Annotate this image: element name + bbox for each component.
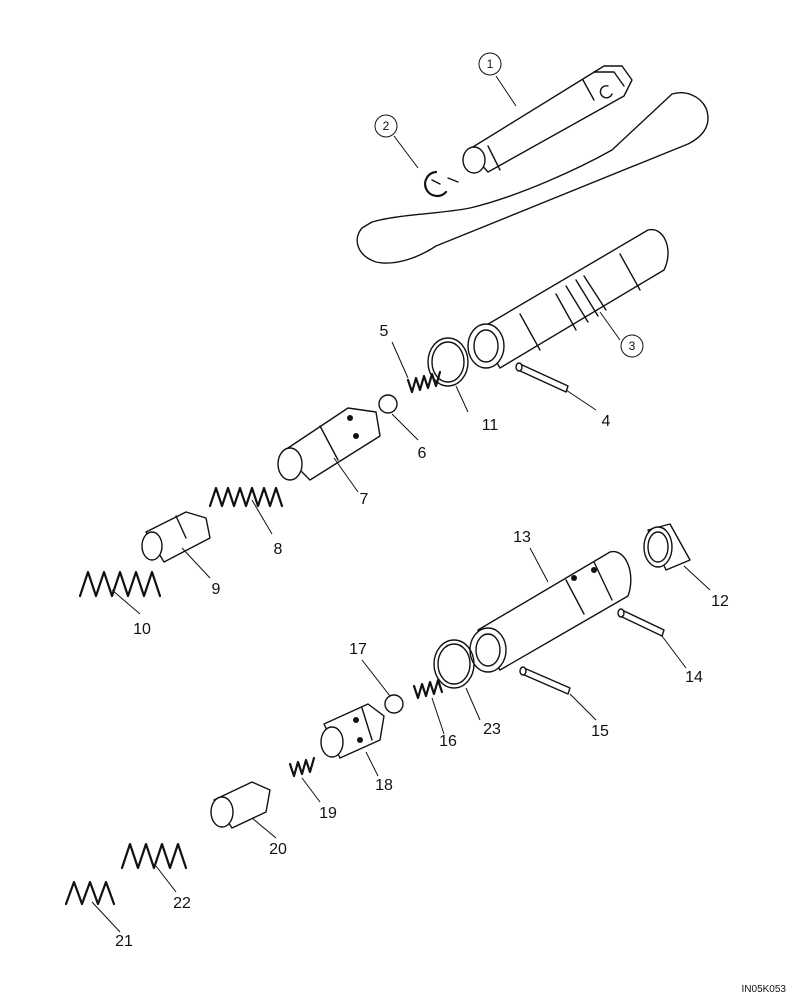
part-15-pin: [519, 666, 571, 695]
part-12-ring: [643, 523, 691, 571]
part-7-valve: [277, 407, 381, 481]
callout-2: 2: [374, 114, 398, 138]
part-8-spring: [208, 486, 284, 508]
part-11-ring: [427, 337, 469, 387]
callout-21: 21: [115, 933, 133, 950]
part-10-spring: [78, 570, 162, 598]
callout-23: 23: [483, 721, 501, 738]
part-14-pin: [617, 608, 665, 637]
callout-12: 12: [711, 593, 729, 610]
part-22-spring: [120, 842, 188, 870]
part-9-plunger: [141, 511, 211, 563]
part-4-pin: [515, 362, 569, 393]
callout-11: 11: [482, 417, 499, 434]
callout-5: 5: [380, 323, 389, 340]
part-23-ring: [433, 639, 475, 689]
callout-16: 16: [439, 733, 457, 750]
callout-13: 13: [513, 529, 531, 546]
svg-text:3: 3: [629, 339, 636, 353]
part-3-spool-sleeve: [467, 228, 669, 369]
part-16-spring: [412, 678, 444, 700]
callout-14: 14: [685, 669, 703, 686]
callout-17: 17: [349, 641, 367, 658]
part-20-sleeve: [210, 781, 271, 829]
svg-text:1: 1: [487, 57, 494, 71]
callout-6: 6: [418, 445, 427, 462]
leader-lines: [91, 75, 711, 933]
callout-10: 10: [133, 621, 151, 638]
callout-15: 15: [591, 723, 609, 740]
part-6-ball: [378, 394, 398, 414]
callout-8: 8: [274, 541, 283, 558]
callout-20: 20: [269, 841, 287, 858]
callout-3: 3: [620, 334, 644, 358]
callout-19: 19: [319, 805, 337, 822]
figure-id: IN05K053: [742, 984, 787, 995]
part-1-shaft: [462, 65, 633, 174]
part-18-valve: [320, 703, 385, 759]
part-19-spring: [288, 756, 316, 778]
svg-text:2: 2: [383, 119, 390, 133]
callout-1: 1: [478, 52, 502, 76]
assembly-3-boundary: [356, 92, 709, 264]
callout-7: 7: [360, 491, 369, 508]
part-2-snap-ring: [424, 170, 459, 198]
part-5-spring: [406, 370, 442, 394]
part-13-valve-body: [469, 551, 632, 673]
part-21-spring: [64, 880, 116, 906]
part-17-ball: [384, 694, 404, 714]
callout-22: 22: [173, 895, 191, 912]
callout-4: 4: [602, 413, 611, 430]
callout-9: 9: [212, 581, 221, 598]
callout-18: 18: [375, 777, 393, 794]
